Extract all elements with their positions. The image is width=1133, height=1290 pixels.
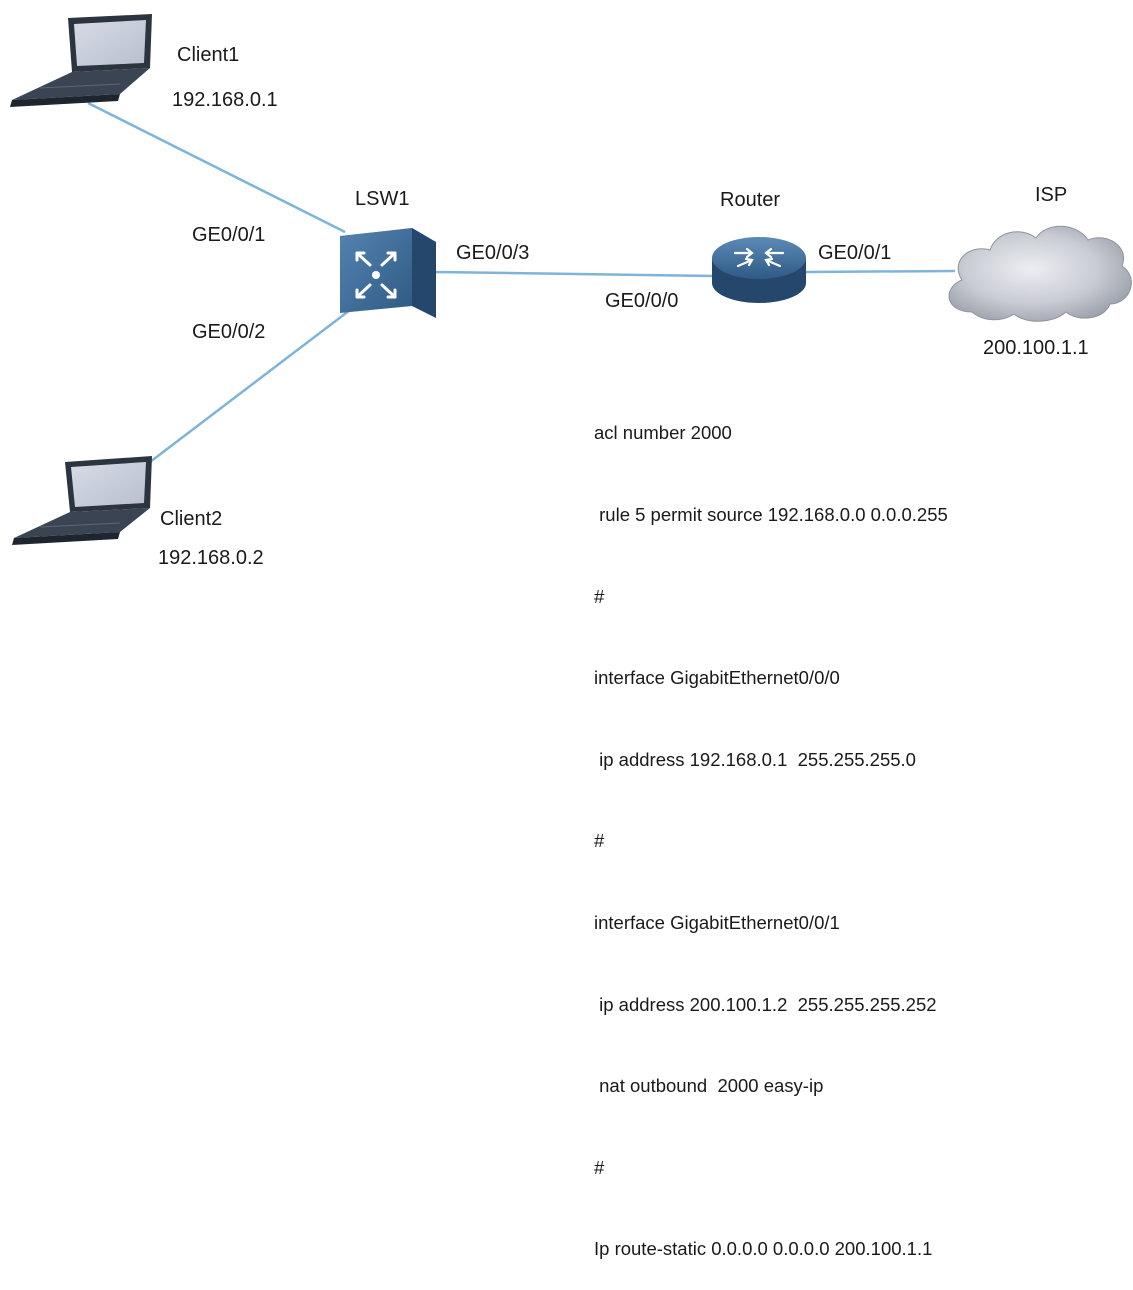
port-label-lsw1-ge2: GE0/0/2 [192, 321, 266, 343]
switch-icon-lsw1 [340, 228, 436, 318]
config-line: interface GigabitEthernet0/0/1 [594, 911, 840, 933]
config-line: acl number 2000 [594, 422, 732, 444]
isp-ip-label: 200.100.1.1 [983, 337, 1089, 359]
topology-diagram [10, 14, 1132, 545]
client1-ip-label: 192.168.0.1 [172, 89, 278, 111]
port-label-router-ge0: GE0/0/0 [605, 290, 679, 312]
link-client2-lsw1 [149, 309, 351, 463]
config-line: # [594, 830, 605, 852]
config-line: rule 5 permit source 192.168.0.0 0.0.0.2… [594, 504, 948, 525]
config-line: # [594, 585, 605, 607]
laptop-icon-client2 [12, 456, 152, 545]
router-config: acl number 2000 rule 5 permit source 192… [594, 365, 948, 1290]
config-line: ip address 200.100.1.2 255.255.255.252 [594, 993, 937, 1015]
config-line: # [594, 1156, 605, 1178]
client2-name-label: Client2 [160, 508, 223, 530]
port-label-router-ge1: GE0/0/1 [818, 242, 892, 264]
isp-name-label: ISP [1035, 184, 1068, 206]
router-name-label: Router [720, 189, 781, 211]
router-icon [712, 237, 806, 303]
port-label-lsw1-ge3: GE0/0/3 [456, 242, 530, 264]
client1-name-label: Client1 [177, 44, 240, 66]
config-line: interface GigabitEthernet0/0/0 [594, 667, 840, 689]
cloud-icon-isp [948, 225, 1132, 322]
switch-name-label: LSW1 [355, 188, 410, 210]
port-label-lsw1-ge1: GE0/0/1 [192, 224, 266, 246]
links [87, 101, 956, 463]
config-line: nat outbound 2000 easy-ip [594, 1075, 824, 1097]
config-line: ip address 192.168.0.1 255.255.255.0 [594, 748, 916, 770]
link-lsw1-router [434, 270, 715, 278]
link-client1-lsw1 [87, 101, 346, 234]
config-line: Ip route-static 0.0.0.0 0.0.0.0 200.100.… [594, 1238, 933, 1260]
laptop-icon-client1 [10, 14, 152, 107]
client2-ip-label: 192.168.0.2 [158, 547, 264, 569]
link-router-isp [805, 269, 956, 274]
